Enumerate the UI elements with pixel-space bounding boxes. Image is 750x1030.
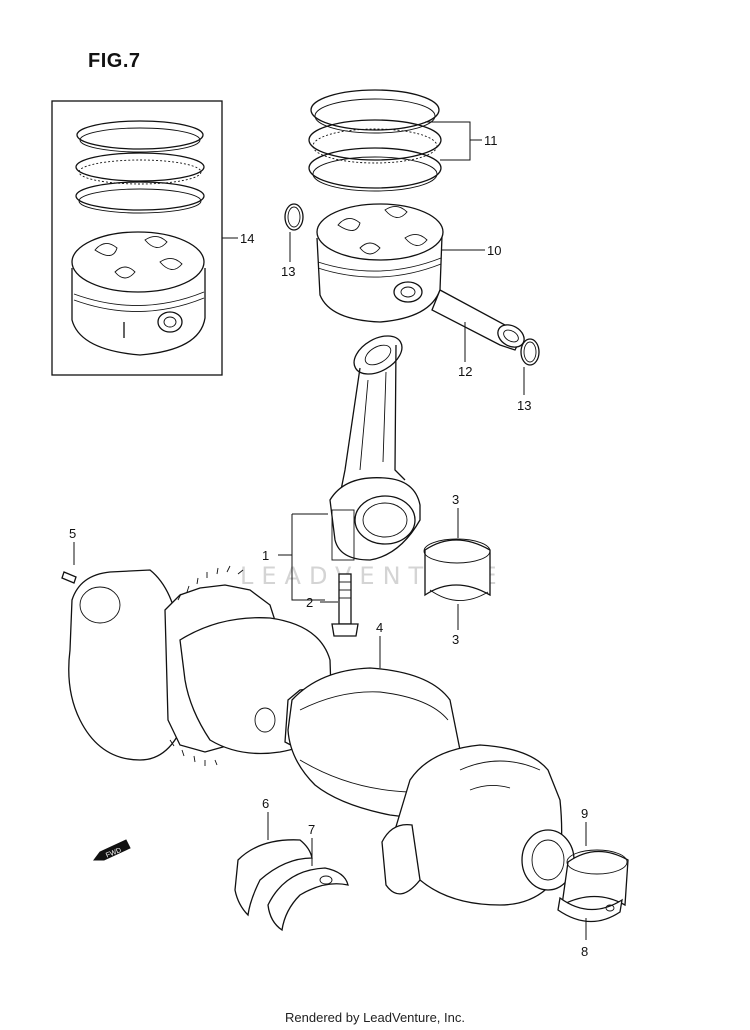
callout-6: 6 <box>262 796 269 811</box>
callout-9: 9 <box>581 806 588 821</box>
piston-set-box[interactable] <box>51 100 238 376</box>
connecting-rod[interactable] <box>278 328 421 601</box>
callout-8: 8 <box>581 944 588 959</box>
thrust-bearing-7[interactable] <box>267 838 349 932</box>
boxed-piston-rings <box>75 120 205 214</box>
callout-11: 11 <box>484 133 498 148</box>
callout-13-left: 13 <box>281 264 295 279</box>
callout-3-top: 3 <box>452 492 459 507</box>
piston-pin[interactable] <box>431 289 528 362</box>
journal-bearing-9[interactable] <box>561 822 629 907</box>
dowel-pin[interactable] <box>61 542 77 584</box>
piston-rings[interactable] <box>308 89 482 192</box>
footer-credit: Rendered by LeadVenture, Inc. <box>285 1010 465 1025</box>
figure-title: FIG.7 <box>88 50 141 72</box>
crank-pin-bearing[interactable] <box>423 508 491 630</box>
callout-7: 7 <box>308 822 315 837</box>
callout-5: 5 <box>69 526 76 541</box>
circlip-right[interactable] <box>520 338 540 395</box>
callout-12: 12 <box>458 364 472 379</box>
boxed-piston <box>71 231 206 356</box>
journal-bearing-8[interactable] <box>557 896 623 940</box>
callout-3-bottom: 3 <box>452 632 459 647</box>
piston[interactable] <box>316 203 485 323</box>
connecting-rod-bolt[interactable] <box>320 573 359 637</box>
callout-1: 1 <box>262 548 269 563</box>
thrust-bearing-6[interactable] <box>234 812 313 917</box>
callout-14: 14 <box>240 231 254 246</box>
circlip-left[interactable] <box>284 203 304 262</box>
callout-13-right: 13 <box>517 398 531 413</box>
crankshaft[interactable] <box>68 565 575 906</box>
callout-4: 4 <box>376 620 383 635</box>
callout-10: 10 <box>487 243 501 258</box>
callout-2: 2 <box>306 595 313 610</box>
forward-arrow-badge: FWD <box>93 839 131 861</box>
